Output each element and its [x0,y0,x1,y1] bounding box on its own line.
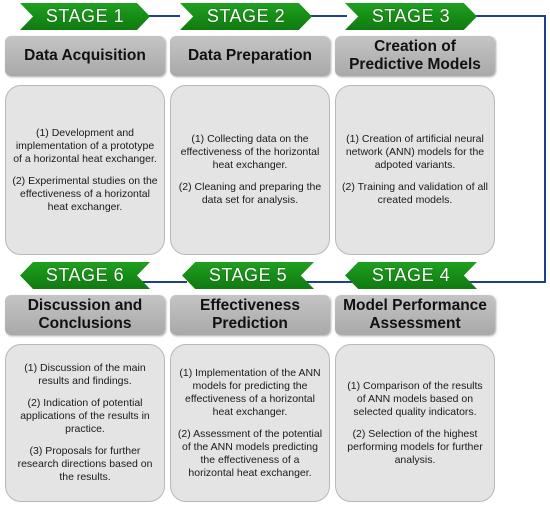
stage-1-banner: STAGE 1 [20,3,150,30]
stage-1-item-1: (1) Development and implementation of a … [13,126,157,165]
stage-6-item-2: (2) Indication of potential applications… [20,397,150,435]
stage-2-title: Data Preparation [170,36,330,76]
stage-4-item-1: (1) Comparison of the results of ANN mod… [347,379,483,418]
stage-3-label: STAGE 3 [371,6,451,26]
stage-1-description: (1) Development and implementation of a … [5,85,165,255]
stage-4-description: (1) Comparison of the results of ANN mod… [335,344,495,502]
stage-3-title: Creation of Predictive Models [335,36,495,76]
stage-4-title: Model Performance Assessment [335,295,495,335]
stage-5-item-1: (1) Implementation of the ANN models for… [179,366,321,418]
stage-5-title: Effectiveness Prediction [170,295,330,335]
stage-5-label: STAGE 5 [208,265,288,285]
stage-2-item-1: (1) Collecting data on the effectiveness… [180,133,320,171]
stage-6-title: Discussion and Conclusions [5,295,165,335]
stage-1-label: STAGE 1 [45,6,125,26]
stage-4-item-2: (2) Selection of the highest performing … [347,427,483,466]
stage-6-item-1: (1) Discussion of the main results and f… [24,362,146,387]
stage-6-label: STAGE 6 [45,265,125,285]
stage-1-title: Data Acquisition [5,36,165,76]
stage-2-description: (1) Collecting data on the effectiveness… [170,85,330,255]
stage-2-banner: STAGE 2 [180,3,312,30]
stage-2-label: STAGE 2 [206,6,286,26]
stage-6-description: (1) Discussion of the main results and f… [5,344,165,502]
stage-5-description: (1) Implementation of the ANN models for… [170,344,330,502]
stage-3-description: (1) Creation of artificial neural networ… [335,85,495,255]
stage-3-banner: STAGE 3 [345,3,477,30]
stage-6-item-3: (3) Proposals for further research direc… [17,445,153,483]
stage-3-item-1: (1) Creation of artificial neural networ… [345,133,485,171]
stage-5-item-2: (2) Assessment of the potential of the A… [177,427,323,479]
stage-3-item-2: (2) Training and validation of all creat… [342,181,488,206]
stage-4-label: STAGE 4 [371,265,451,285]
stage-5-banner: STAGE 5 [182,262,314,289]
stage-2-item-2: (2) Cleaning and preparing the data set … [178,181,322,206]
stage-1-item-2: (2) Experimental studies on the effectiv… [12,174,158,213]
stage-4-banner: STAGE 4 [345,262,477,289]
stage-6-banner: STAGE 6 [20,262,150,289]
